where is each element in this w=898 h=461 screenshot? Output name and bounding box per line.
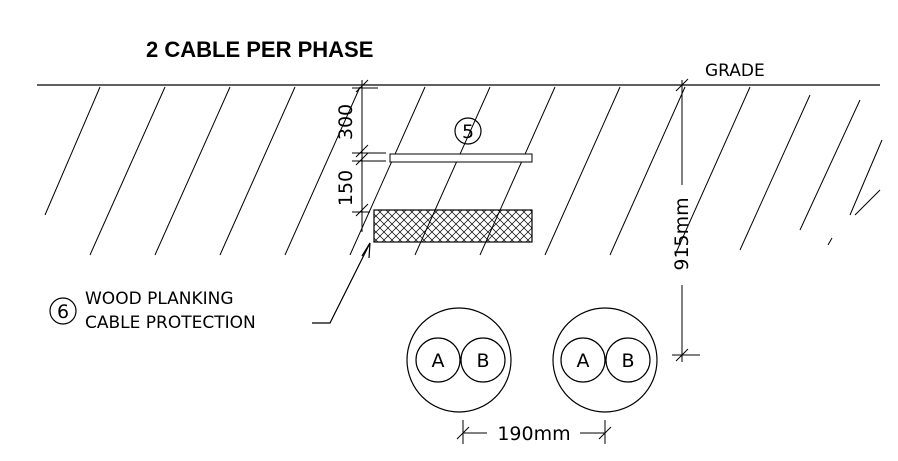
vertical-dimension-left <box>352 79 386 232</box>
item6-number: 6 <box>57 301 69 323</box>
item5-number: 5 <box>462 121 474 143</box>
horizontal-dimension <box>456 420 612 444</box>
vertical-dimension-depth <box>672 78 700 362</box>
warning-tape <box>389 153 533 163</box>
cable-2 <box>552 307 658 413</box>
cable-1-phase-b: B <box>476 350 489 372</box>
dim-top-cover: 300 <box>335 104 357 140</box>
leader-arrow <box>361 242 371 259</box>
wood-planking <box>373 209 533 243</box>
soil-hatching <box>44 86 883 256</box>
item6-label-line2: CABLE PROTECTION <box>85 313 256 333</box>
cable-1-phase-a: A <box>432 350 445 372</box>
cable-1 <box>406 307 512 413</box>
item6-marker <box>49 297 77 325</box>
cable-2-phase-b: B <box>621 350 634 372</box>
dim-spacing: 150 <box>335 170 357 206</box>
grade-label: GRADE <box>705 61 765 81</box>
dim-cable-spacing: 190mm <box>497 423 570 445</box>
item5-marker <box>454 117 482 145</box>
item6-label-line1: WOOD PLANKING <box>85 289 234 309</box>
diagram-title: 2 CABLE PER PHASE <box>146 37 373 62</box>
leader-line <box>312 242 371 324</box>
dim-depth: 915mm <box>671 197 693 270</box>
cable-2-phase-a: A <box>577 350 590 372</box>
